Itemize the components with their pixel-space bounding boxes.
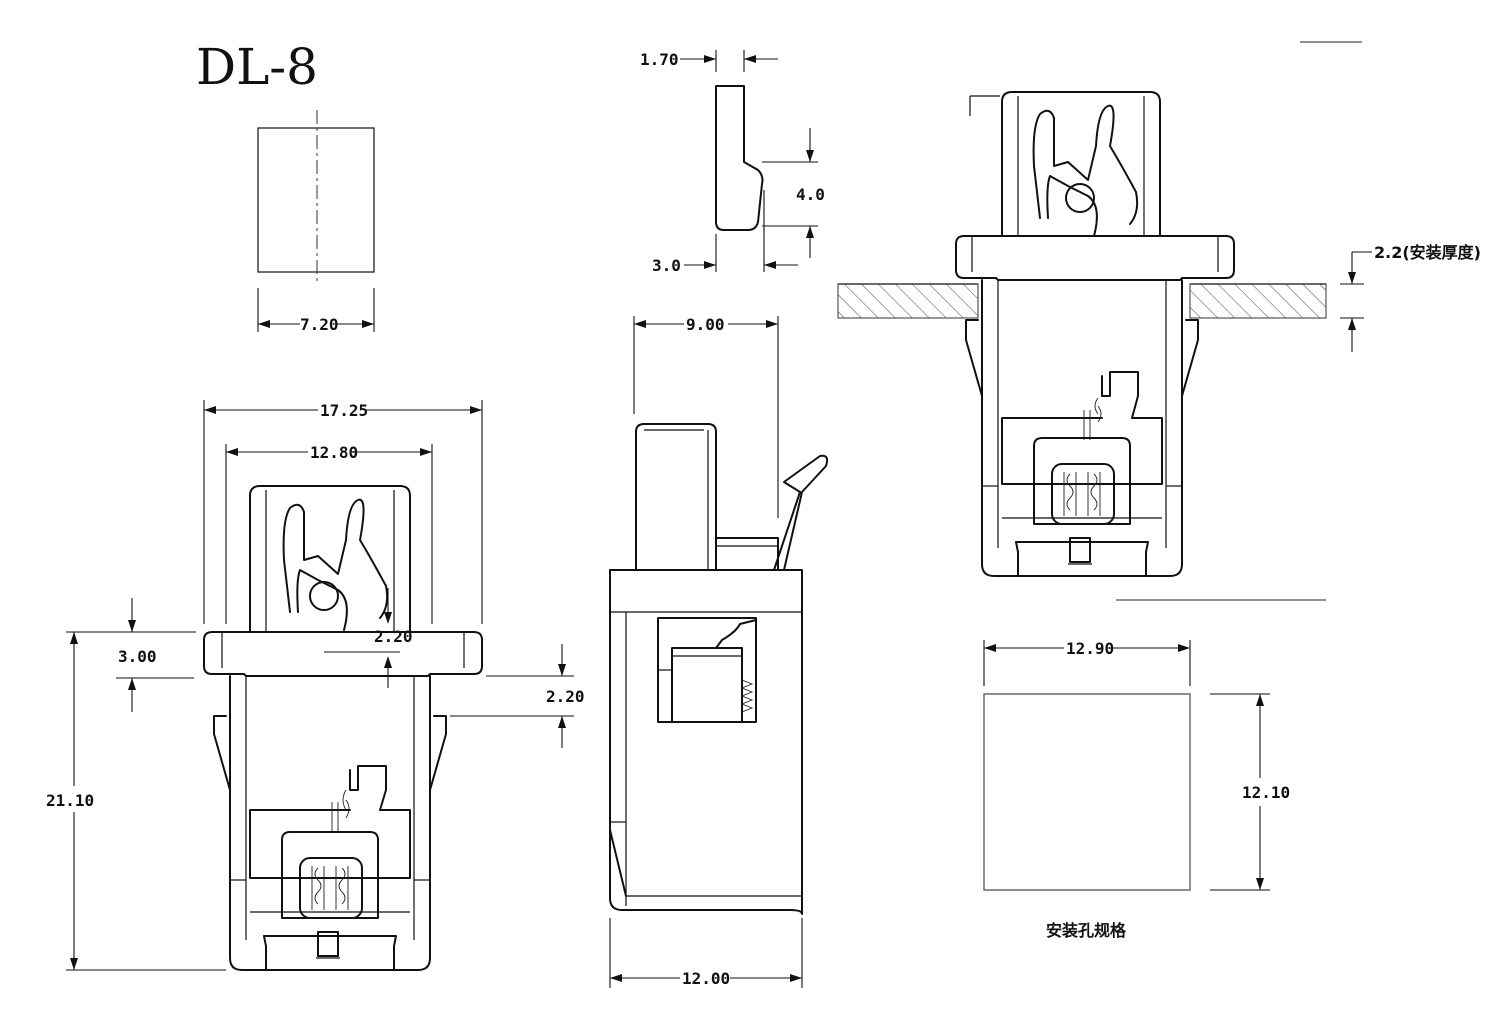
dim-flange-height: 3.00 xyxy=(118,647,157,666)
dim-thickness-top: 1.70 xyxy=(640,50,679,69)
hole-spec-view: 12.90 12.10 安装孔规格 xyxy=(983,639,1290,940)
dim-overall-height: 21.10 xyxy=(46,791,94,810)
hole-spec-label: 安装孔规格 xyxy=(1046,921,1127,940)
installed-view: 2.2(安装厚度) xyxy=(837,41,1481,601)
dim-slot-width: 7.20 xyxy=(300,315,339,334)
dim-panel-thickness: 2.2(安装厚度) xyxy=(1374,243,1481,262)
slot-view: 7.20 xyxy=(257,110,375,334)
drawing-title: DL-8 xyxy=(196,38,318,96)
dim-lip-height: 2.20 xyxy=(546,687,585,706)
dim-side-width: 9.00 xyxy=(686,315,725,334)
dim-inner-width: 12.80 xyxy=(310,443,358,462)
dim-side-depth: 12.00 xyxy=(682,969,730,988)
hook-profile-view: 1.70 4.0 3.0 xyxy=(640,50,825,275)
dim-overall-width: 17.25 xyxy=(320,401,368,420)
front-view: 17.25 12.80 3.00 2.20 2.20 xyxy=(46,400,585,971)
side-view: 9.00 12.00 xyxy=(609,315,829,988)
dim-hole-width: 12.90 xyxy=(1066,639,1114,658)
dim-hook-height: 4.0 xyxy=(796,185,825,204)
dim-flange-gap: 2.20 xyxy=(374,627,413,646)
dim-hole-height: 12.10 xyxy=(1242,783,1290,802)
dim-hook-depth: 3.0 xyxy=(652,256,681,275)
